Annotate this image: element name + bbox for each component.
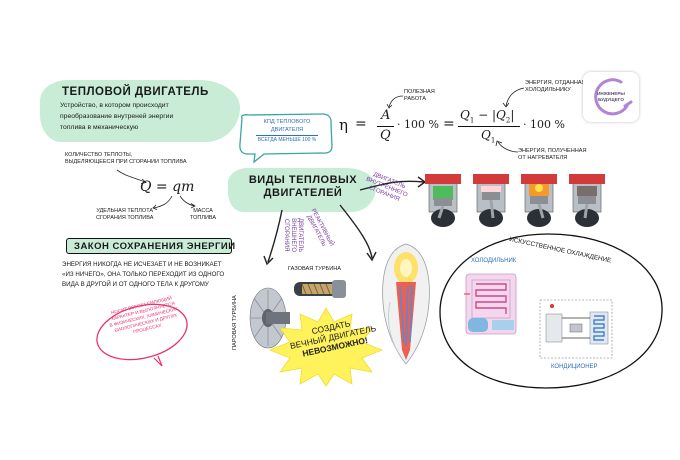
energy-received-arrow xyxy=(495,140,519,153)
conservation-title: Закон сохранения энергии xyxy=(74,241,236,252)
eq-2: = xyxy=(443,116,455,132)
frac-line-2 xyxy=(458,126,520,127)
heat-amount-m-label: Масса топлива xyxy=(190,208,217,221)
pink-note-oval xyxy=(96,303,188,367)
steam-turbine-illustration xyxy=(249,287,290,349)
fridge-illustration xyxy=(464,273,517,335)
types-title: Виды тепловых двигателей xyxy=(248,174,358,199)
frac-numerator: Q1 − |Q2| xyxy=(460,108,515,125)
frac-Q: Q xyxy=(380,128,391,143)
eta-symbol: η xyxy=(339,116,348,134)
logo-text: Инженеры будущего xyxy=(597,91,625,102)
gas-turbine-label: Газовая турбина xyxy=(288,266,342,272)
gas-turbine-illustration xyxy=(294,280,346,298)
efficiency-badge-text: КПД теплового двигателя всегда меньше 10… xyxy=(256,119,318,143)
heat-amount-label: Количество теплоты, выделяющееся при сго… xyxy=(65,152,187,165)
heat-amount-q-label: Удельная теплота сгорания топлива xyxy=(96,208,154,221)
logo-ring-icon xyxy=(594,78,633,116)
conservation-title-bg xyxy=(66,238,232,254)
efficiency-badge-shape xyxy=(239,113,333,164)
heat-amount-formula: Q = qm xyxy=(140,179,195,195)
energy-given-arrow xyxy=(502,87,525,108)
cooling-oval xyxy=(439,233,663,389)
heat-amount-arrow xyxy=(116,169,147,184)
jet-engine-illustration xyxy=(382,243,430,365)
frac-denominator: Q1 xyxy=(481,128,496,145)
frac-A: A xyxy=(381,108,391,123)
energy-given-label: Энергия, отданная холодильнику xyxy=(525,80,586,93)
steam-turbine-label: Паровая турбина xyxy=(232,295,238,350)
eq-1: = xyxy=(355,116,367,132)
impossible-starburst xyxy=(268,307,384,387)
energy-received-label: Энергия, полученная от нагревателя xyxy=(518,148,587,161)
heat-amount-sub-arrows xyxy=(152,195,196,210)
ac-illustration xyxy=(539,299,613,359)
fridge-label: Холодильник xyxy=(471,258,517,264)
heat-engine-definition: Устройство, в котором происходит преобра… xyxy=(60,102,174,131)
times-100-1: · 100 % xyxy=(397,118,439,131)
engine-cylinders-illustration xyxy=(425,174,605,227)
heat-engine-title: Тепловой двигатель xyxy=(62,86,209,98)
types-title-bg xyxy=(228,168,376,212)
times-100-2: · 100 % xyxy=(523,118,565,131)
heat-engine-bg xyxy=(40,80,240,142)
conservation-text: Энергия никогда не исчезает и не возника… xyxy=(62,261,225,288)
external-combustion-label: Двигатель внешнего сгорания xyxy=(283,218,303,253)
useful-work-arrow xyxy=(386,95,404,109)
frac-line-1 xyxy=(377,126,394,127)
useful-work-label: Полезная работа xyxy=(404,89,435,102)
ac-label: Кондиционер xyxy=(551,364,598,370)
